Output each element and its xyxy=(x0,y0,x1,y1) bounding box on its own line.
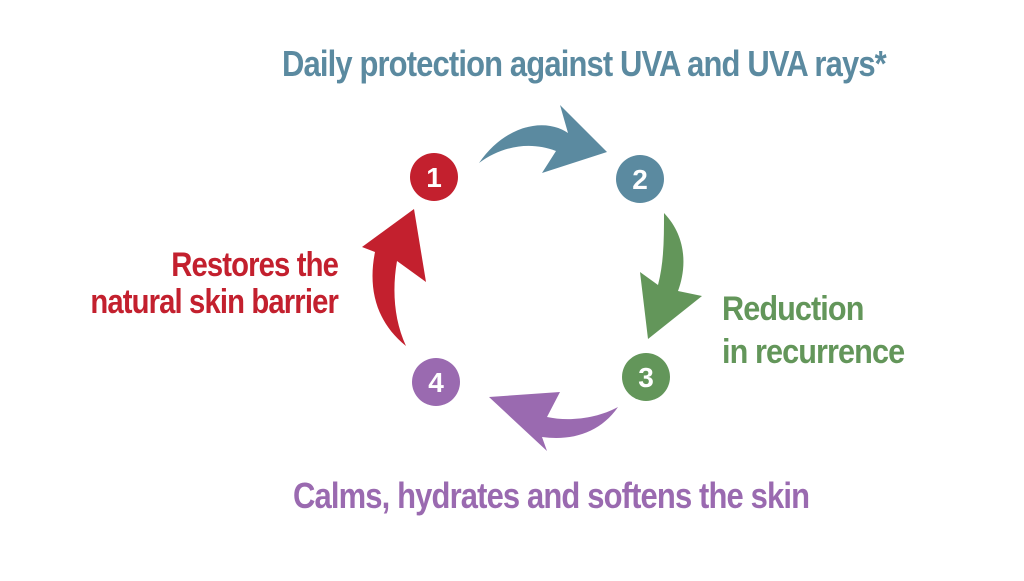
step-4-label-line: Calms, hydrates and softens the skin xyxy=(293,475,810,516)
step-1-number: 1 xyxy=(426,162,442,193)
step-3-label: Reduction in recurrence xyxy=(722,288,905,374)
arrow-4-to-1 xyxy=(362,209,426,346)
step-1-label-line-1: Restores the xyxy=(171,246,339,284)
step-3-number: 3 xyxy=(638,362,654,393)
step-3-label-line-1: Reduction xyxy=(722,290,864,328)
arrow-3-to-4 xyxy=(489,392,618,451)
step-2-label: Daily protection against UVA and UVA ray… xyxy=(282,43,887,84)
step-4-marker: 4 xyxy=(412,358,460,406)
step-2-label-line: Daily protection against UVA and UVA ray… xyxy=(282,43,887,84)
step-2-number: 2 xyxy=(632,164,648,195)
step-3-marker: 3 xyxy=(622,353,670,401)
step-1-marker: 1 xyxy=(410,153,458,201)
step-4-label: Calms, hydrates and softens the skin xyxy=(293,475,810,516)
step-1-label-line-2: natural skin barrier xyxy=(90,283,339,321)
step-3-label-line-2: in recurrence xyxy=(722,333,905,371)
step-1-label: Restores the natural skin barrier xyxy=(90,246,339,321)
arrow-1-to-2 xyxy=(479,105,607,173)
arrow-2-to-3 xyxy=(640,213,702,339)
step-4-number: 4 xyxy=(428,367,444,398)
step-2-marker: 2 xyxy=(616,155,664,203)
